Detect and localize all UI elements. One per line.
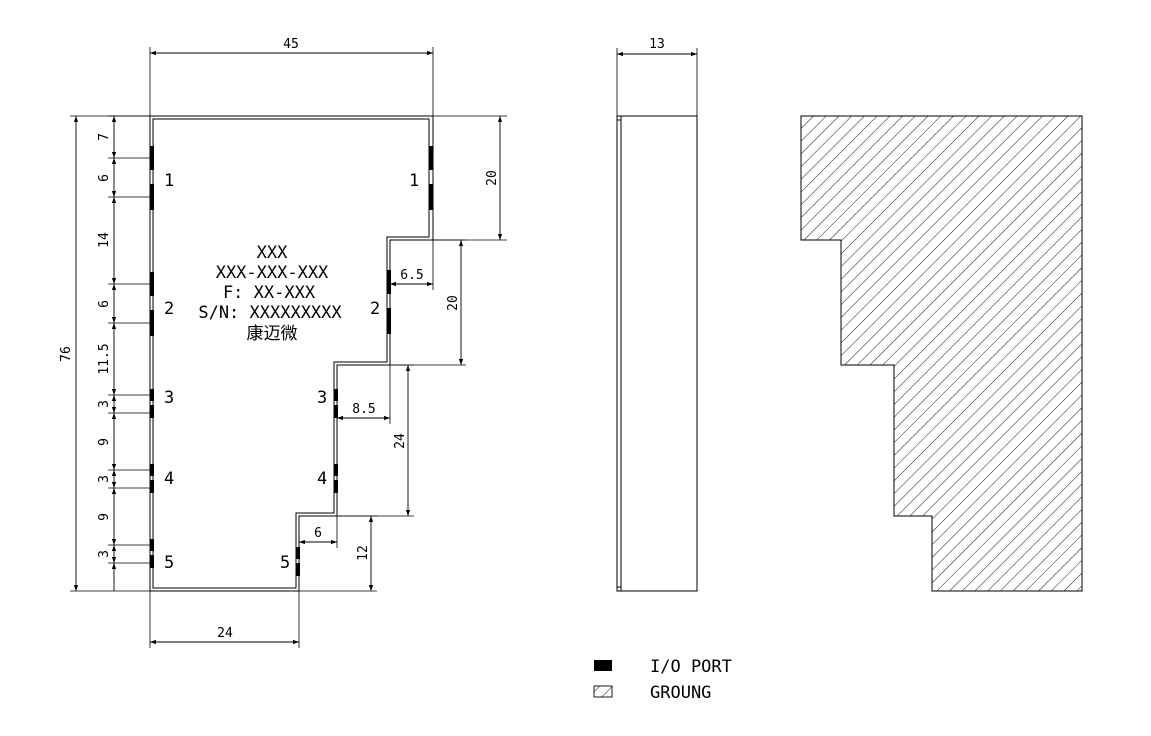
side-view: 13 — [616, 37, 698, 592]
dimension-text-width: 45 — [283, 37, 299, 52]
dimension-text-left: 3 — [97, 550, 112, 558]
dimension-text-left: 11.5 — [97, 343, 112, 374]
port-left-5b — [150, 555, 154, 568]
dimension-right-24: 24 — [337, 364, 414, 517]
dimension-text-left: 9 — [97, 438, 112, 446]
dimension-text-left: 3 — [97, 400, 112, 408]
port-left-3a — [150, 389, 154, 401]
side-view-body — [616, 115, 698, 592]
dimension-text-right-20b: 20 — [446, 295, 461, 311]
port-right-4a — [334, 464, 338, 476]
label-line-2: XXX-XXX-XXX — [216, 263, 329, 283]
ground-view — [800, 115, 1083, 592]
dimension-text-left: 6 — [97, 300, 112, 308]
right-pin-label: 2 — [370, 299, 380, 319]
right-io-ports — [296, 146, 433, 576]
legend-ground-label: GROUNG — [650, 683, 711, 703]
port-left-3b — [150, 405, 154, 418]
port-right-5a — [296, 547, 300, 559]
port-right-5b — [296, 563, 300, 576]
product-label: XXX XXX-XXX-XXX F: XX-XXX S/N: XXXXXXXXX… — [198, 243, 342, 344]
port-left-1b — [150, 184, 154, 210]
dimension-thickness: 13 — [616, 37, 698, 116]
port-left-5a — [150, 539, 154, 551]
top-view: 1 2 3 4 5 1 2 3 4 5 XXX XXX-XXX-XXX F: X… — [59, 37, 507, 648]
dimension-right-12: 12 — [299, 515, 377, 592]
dimension-text-left: 7 — [97, 133, 112, 141]
dimension-text-height: 76 — [59, 346, 74, 362]
dimension-left-chain: 7 6 14 6 11.5 3 9 3 9 3 — [97, 115, 150, 591]
left-io-ports — [150, 146, 154, 568]
dimension-text-left: 3 — [97, 475, 112, 483]
legend-io-port-icon — [594, 660, 612, 671]
label-line-5: 康迈微 — [247, 324, 298, 344]
top-view-outline-outer — [149, 115, 434, 592]
dimension-right-20b: 20 — [390, 239, 466, 366]
port-left-1a — [150, 146, 154, 170]
dimension-horiz-8-5: 8.5 — [337, 365, 391, 424]
right-pin-label: 5 — [280, 553, 290, 573]
ground-hatched-area — [800, 115, 1083, 592]
label-line-1: XXX — [257, 243, 288, 263]
port-right-4b — [334, 480, 338, 493]
dimension-text-bottom: 24 — [217, 626, 233, 641]
dimension-text-thickness: 13 — [649, 37, 665, 52]
right-pin-label: 4 — [317, 469, 327, 489]
left-pin-label: 2 — [164, 299, 174, 319]
legend-io-port-label: I/O PORT — [650, 657, 732, 677]
left-pin-label: 4 — [164, 469, 174, 489]
dimension-text-left: 9 — [97, 513, 112, 521]
label-line-4: S/N: XXXXXXXXX — [198, 303, 342, 323]
label-line-3: F: XX-XXX — [223, 283, 316, 303]
port-left-2a — [150, 272, 154, 296]
port-right-1b — [429, 184, 433, 210]
dimension-text-left: 6 — [97, 174, 112, 182]
legend: I/O PORT GROUNG — [593, 657, 732, 703]
left-pin-labels: 1 2 3 4 5 — [164, 171, 174, 573]
dimension-bottom: 24 — [149, 591, 300, 648]
dimension-horiz-6-5: 6.5 — [390, 240, 434, 290]
left-pin-label: 3 — [164, 388, 174, 408]
port-right-2a — [387, 270, 391, 294]
right-pin-labels: 1 2 3 4 5 — [280, 171, 419, 573]
legend-ground-icon — [593, 685, 613, 698]
dimension-text-left: 14 — [97, 232, 112, 248]
dimension-width: 45 — [149, 37, 434, 116]
port-left-4a — [150, 464, 154, 476]
port-right-3a — [334, 389, 338, 401]
left-pin-label: 5 — [164, 553, 174, 573]
right-pin-label: 1 — [409, 171, 419, 191]
dimension-horiz-6: 6 — [299, 516, 338, 548]
port-left-2b — [150, 310, 154, 336]
dimension-text-right-20a: 20 — [485, 170, 500, 186]
dimension-text-horiz-8-5: 8.5 — [352, 402, 375, 417]
port-right-1a — [429, 146, 433, 170]
dimension-text-right-24: 24 — [393, 433, 408, 449]
dimension-text-horiz-6-5: 6.5 — [400, 268, 423, 283]
dimension-text-horiz-6: 6 — [314, 526, 322, 541]
port-right-3b — [334, 405, 338, 418]
dimension-text-right-12: 12 — [356, 545, 371, 561]
right-pin-label: 3 — [317, 388, 327, 408]
top-view-outline-inner — [152, 118, 430, 589]
left-pin-label: 1 — [164, 171, 174, 191]
port-left-4b — [150, 480, 154, 493]
dimension-right-20a: 20 — [433, 115, 507, 241]
port-right-2b — [387, 308, 391, 334]
